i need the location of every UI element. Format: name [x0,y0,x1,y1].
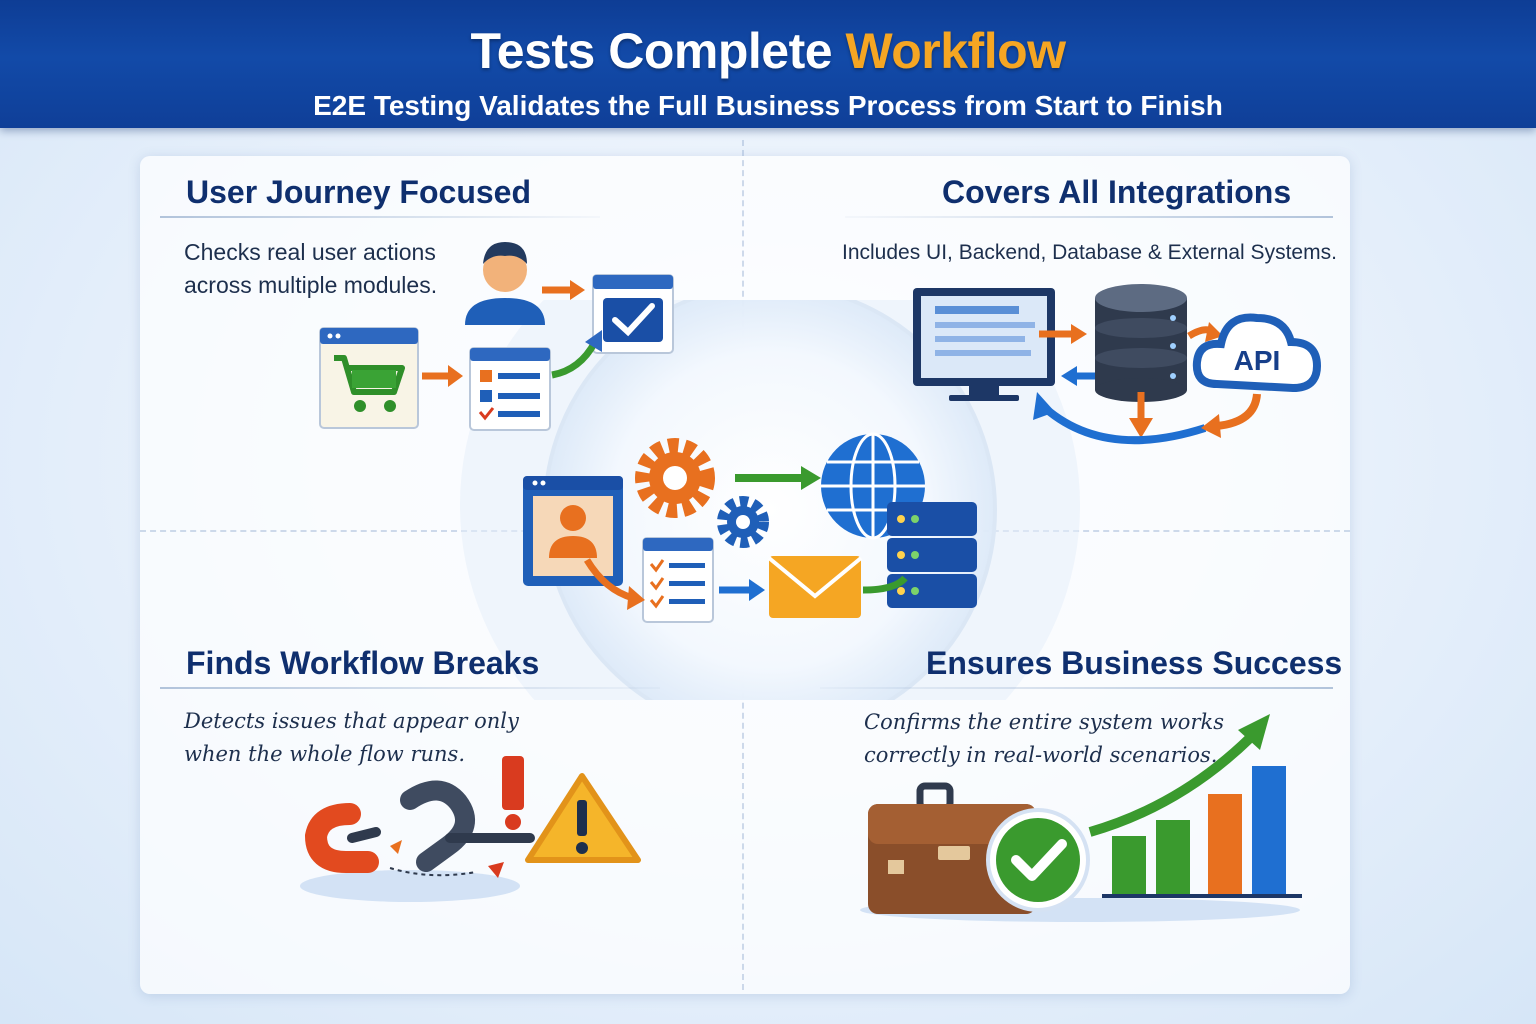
checklist-icon [469,347,551,431]
header-banner: Tests Complete Workflow E2E Testing Vali… [0,0,1536,128]
page-subtitle: E2E Testing Validates the Full Business … [0,90,1536,122]
desc-line-2: when the whole flow runs. [184,742,465,766]
title-underline [160,216,600,218]
quadrant-title-business-success: Ensures Business Success [926,645,1343,681]
title-main: Tests Complete [470,23,846,79]
desc-line-2: across multiple modules. [184,272,438,298]
gear-icon [635,438,769,548]
integrations-illustration: API [913,284,1322,445]
monitor-icon [913,288,1055,401]
title-accent: Workflow [845,23,1066,79]
title-underline [845,216,1333,218]
quadrant-desc-business-success: Confirms the entire system works correct… [864,706,1224,772]
business-success-illustration [860,714,1302,922]
broken-chain-icon [304,780,535,878]
center-workflow-illustration [523,432,977,623]
quadrant-desc-integrations: Includes UI, Backend, Database & Externa… [842,241,1337,264]
quadrant-desc-workflow-breaks: Detects issues that appear only when the… [184,705,519,771]
desc-line-2: correctly in real-world scenarios. [864,743,1218,767]
api-label: API [1234,345,1281,376]
checklist-icon [642,537,714,623]
server-icon [887,502,977,608]
desc-line-1: Checks real user actions [184,239,436,265]
user-journey-illustration [319,242,674,431]
cloud-icon: API [1192,313,1322,393]
subtitle-strong: Start to Finish [1034,90,1223,121]
title-underline [160,687,660,689]
desc-line-1: Detects issues that appear only [184,709,519,733]
exclamation-icon [502,756,524,830]
workflow-breaks-illustration [300,756,641,902]
database-icon [1095,284,1187,402]
quadrant-title-workflow-breaks: Finds Workflow Breaks [186,645,540,681]
page-title: Tests Complete Workflow [0,22,1536,80]
title-underline [820,687,1333,689]
profile-window-icon [523,476,623,586]
envelope-icon [767,556,863,618]
check-badge-icon [986,808,1090,912]
quadrant-title-integrations: Covers All Integrations [942,174,1292,210]
growth-chart-icon [1088,714,1302,898]
desc-line-1: Confirms the entire system works [864,710,1224,734]
shopping-cart-icon [319,327,419,429]
user-icon [465,242,545,325]
quadrant-desc-user-journey: Checks real user actions across multiple… [184,236,437,302]
quadrant-title-user-journey: User Journey Focused [186,174,531,210]
subtitle-main: E2E Testing Validates the Full Business … [313,90,1035,121]
checkbox-window-icon [592,274,674,354]
warning-icon [525,773,641,863]
